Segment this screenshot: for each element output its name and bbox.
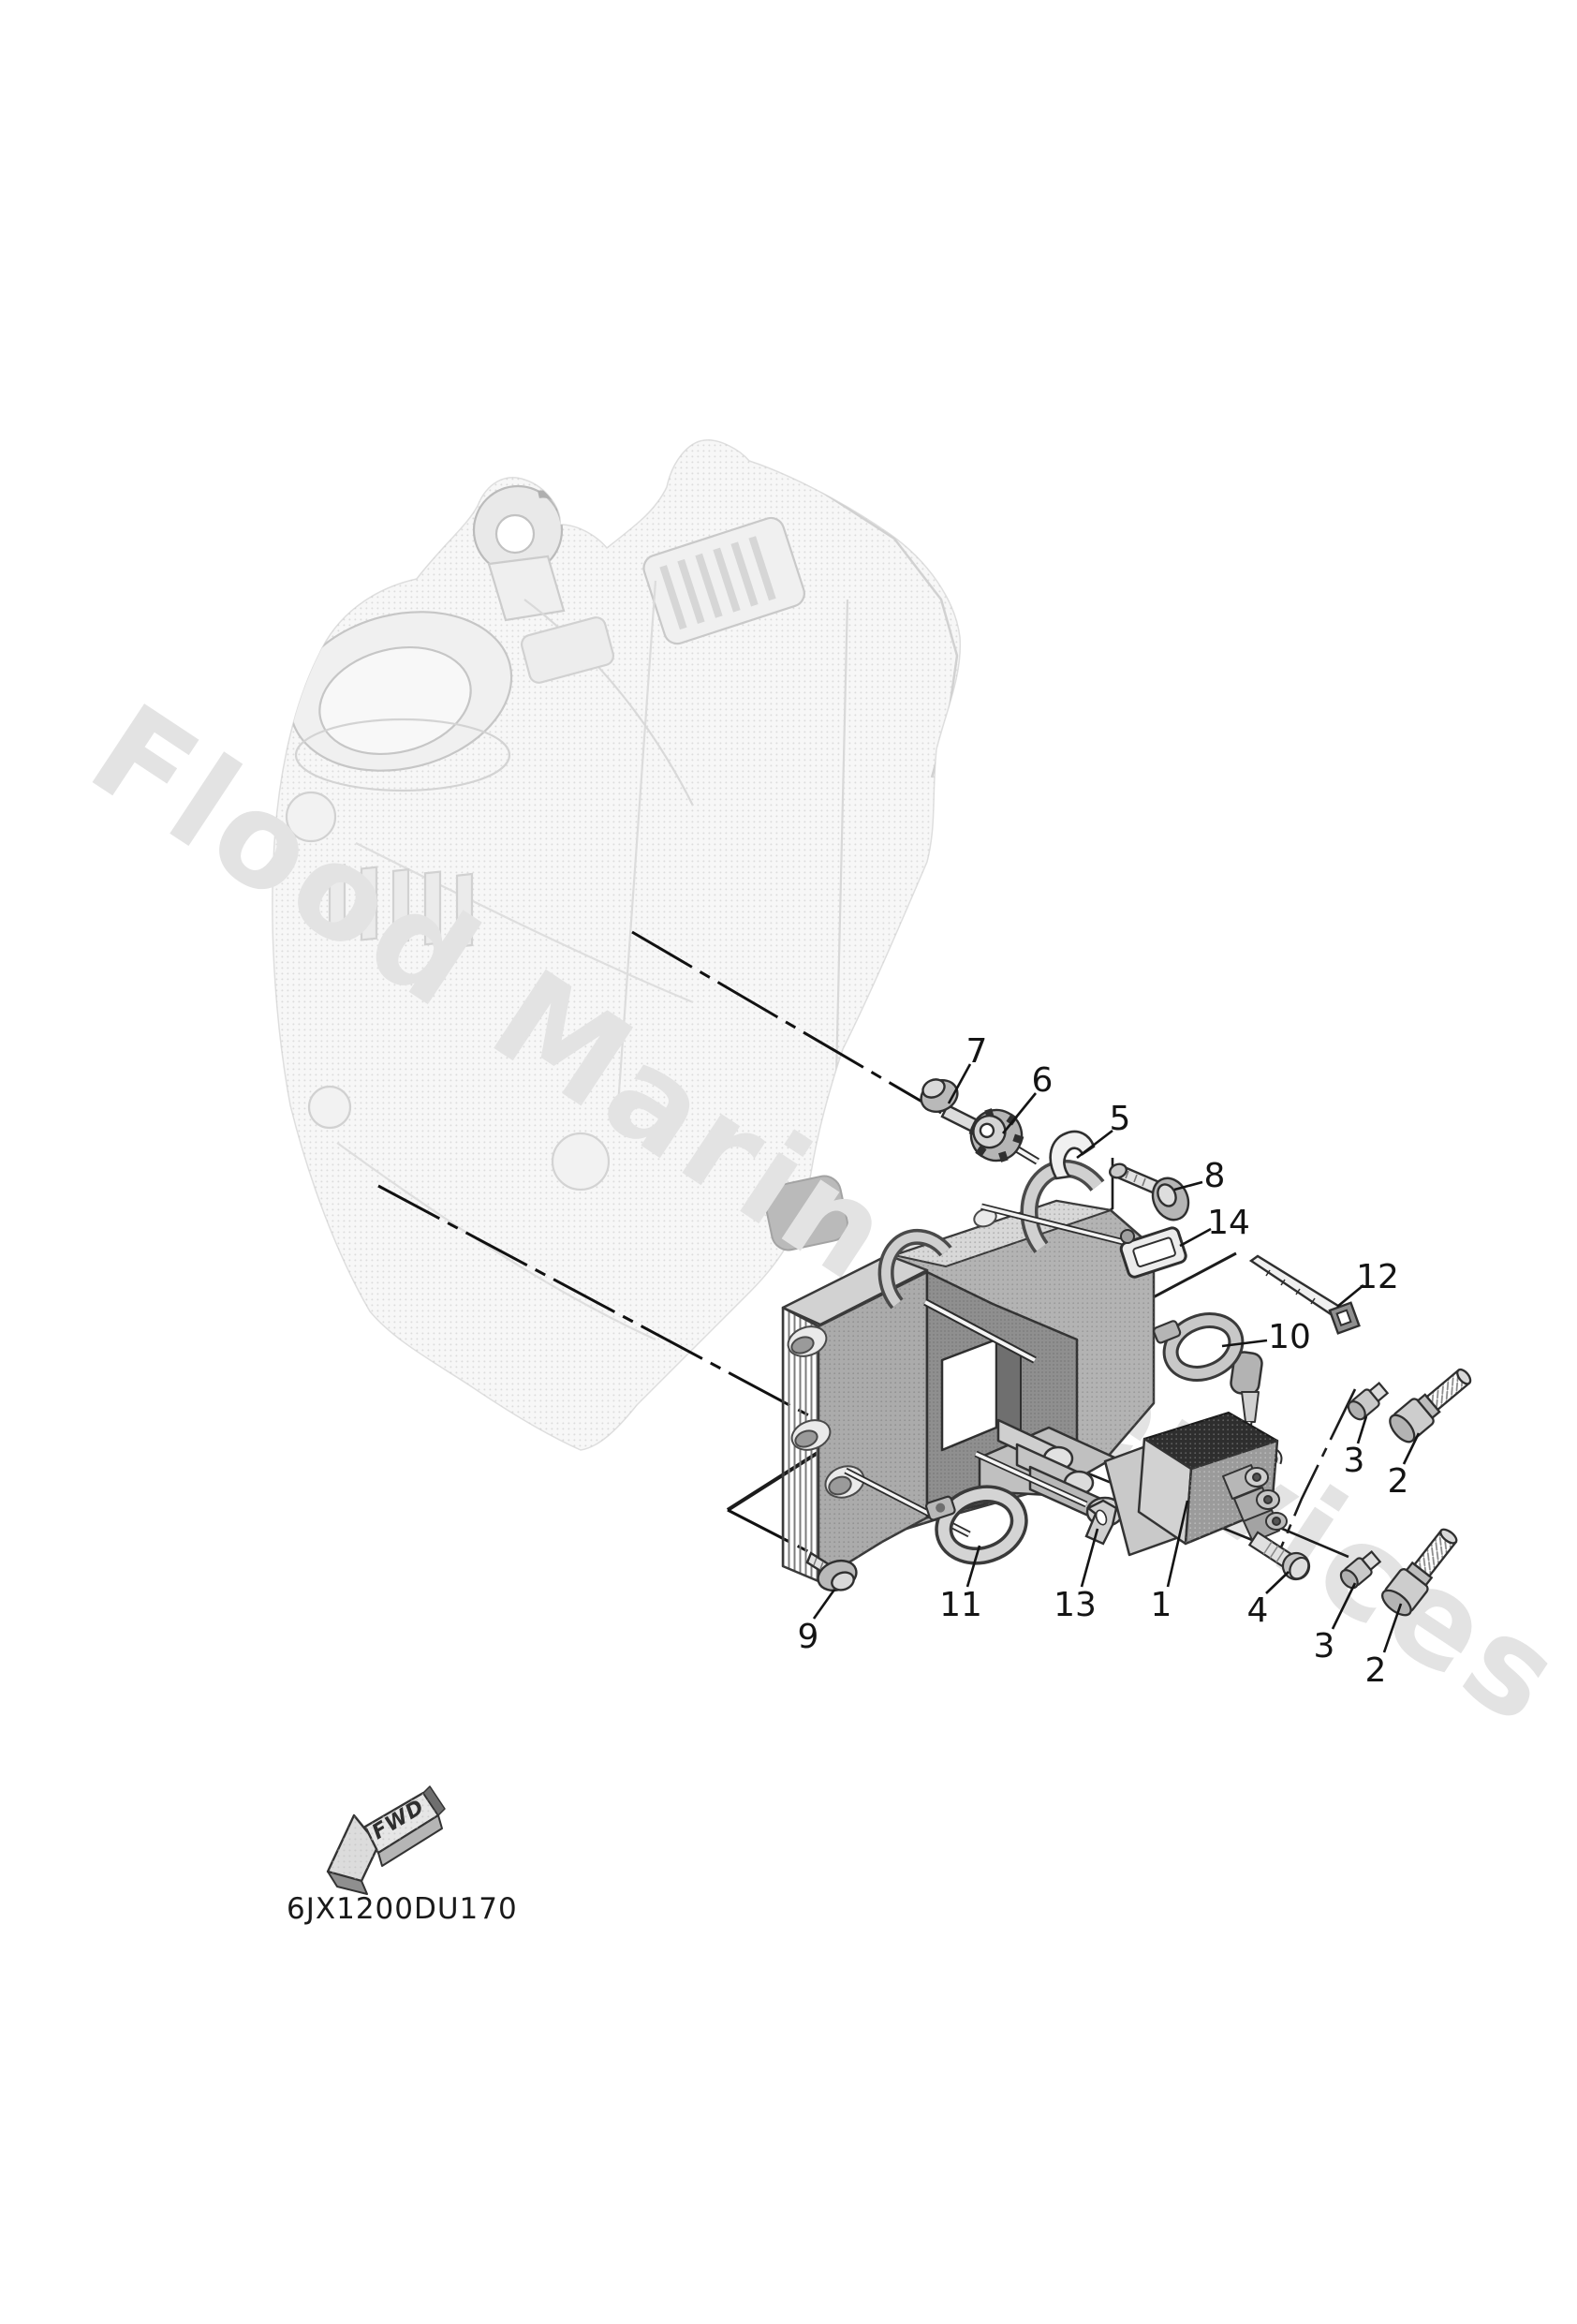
callout-label-8: 8 [1204,1157,1226,1195]
bracket-holes [787,1207,997,1499]
callout-label-2: 2 [1365,1651,1387,1690]
mount-axis-line-bottom [377,1184,847,1437]
unit-lever-stem [1241,1391,1260,1423]
callout-label-11: 11 [939,1586,982,1624]
unit-connectors [1222,1464,1288,1543]
callout-label-2: 2 [1388,1462,1409,1501]
callout-label-6: 6 [1032,1061,1054,1100]
unit-top-texture [1144,1413,1277,1469]
leader-line-12 [1336,1283,1364,1309]
leader-line-3 [1356,1415,1368,1444]
part-13-clip [1084,1499,1118,1546]
leader-line-11 [965,1545,981,1588]
callout-label-14: 14 [1207,1204,1250,1242]
leader-line-13 [1080,1528,1099,1588]
leader-line-6 [1001,1092,1038,1134]
leader-line-3 [1331,1582,1357,1630]
callout-label-10: 10 [1268,1318,1311,1356]
leader-line-5 [1076,1129,1113,1160]
leader-line-8 [1173,1180,1203,1192]
part-9-bolt [805,1551,858,1592]
part-2-bolt-upper [1389,1368,1472,1443]
callout-label-7: 7 [966,1032,988,1071]
bracket-fork-small [881,1232,950,1308]
leader-line-2 [1402,1432,1421,1465]
callout-label-13: 13 [1054,1586,1097,1624]
callout-label-12: 12 [1356,1258,1399,1296]
leader-line-10 [1221,1339,1268,1348]
leader-line-9 [812,1589,836,1620]
part-1-electrical-unit [1103,1351,1288,1557]
callout-label-5: 5 [1110,1100,1131,1138]
callout-label-9: 9 [798,1618,819,1656]
engine-corner-boss [763,1175,849,1251]
drawing-code: 6JX1200DU170 [287,1892,518,1926]
callout-label-1: 1 [1151,1586,1172,1624]
mount-axis-line-top [631,930,942,1115]
part-10-clamp [1153,1312,1245,1382]
fwd-direction-arrow: FWD [326,1785,446,1895]
part-8-screw [1109,1162,1190,1221]
engine-detail-lines [285,484,959,1341]
leader-line-2 [1382,1603,1403,1653]
bracket-fork-large [1023,1162,1102,1251]
part-4-bolt [1247,1531,1311,1581]
part-3-bolt-lower [1339,1550,1382,1590]
part-11-clamp [925,1485,1028,1565]
part-3-bolt-upper [1347,1382,1390,1421]
part-6-grommet [968,1108,1024,1162]
callout-label-3: 3 [1314,1627,1335,1665]
part-14-holder [1119,1226,1187,1279]
callout-label-4: 4 [1247,1591,1269,1630]
part-12-cable-tie [1248,1254,1361,1335]
bracket-slab-texture [818,1272,927,1581]
leader-line-14 [1179,1227,1212,1248]
leader-line-1 [1166,1500,1189,1588]
leader-line-7 [947,1063,972,1104]
part-14-screw [1120,1229,1135,1244]
callout-label-3: 3 [1344,1442,1365,1480]
leader-line-4 [1265,1571,1290,1594]
bolt3-upper-axis-line [1279,1388,1357,1548]
part-2-bolt-lower [1381,1528,1458,1617]
